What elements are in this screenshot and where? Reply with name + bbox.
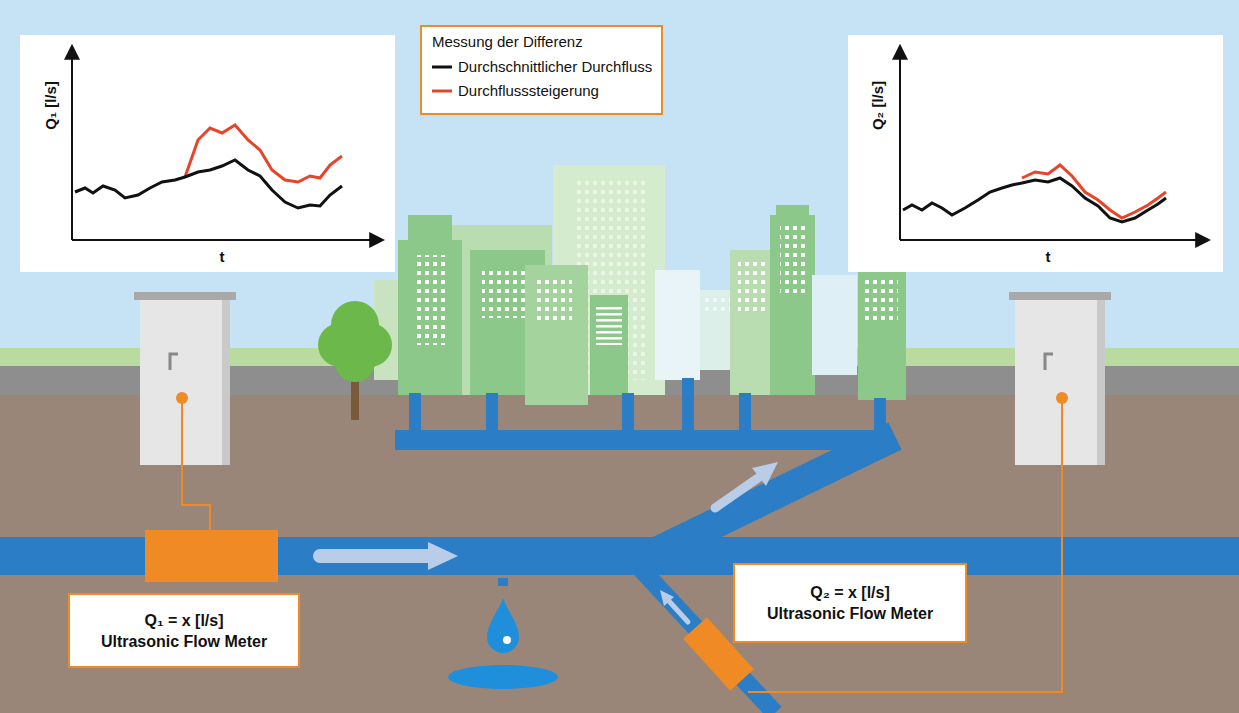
city (482, 268, 527, 318)
signal-wire (748, 398, 1062, 692)
city (596, 305, 622, 345)
city (858, 270, 906, 400)
cabinet (1015, 298, 1105, 465)
city (408, 215, 452, 245)
city (770, 215, 815, 395)
chart-panel (20, 35, 1223, 272)
leak (487, 598, 519, 653)
chart-panel (900, 239, 1208, 241)
chart-panel (20, 35, 395, 272)
cabinet (222, 300, 230, 465)
leak (448, 578, 558, 689)
flow-arrows (428, 542, 458, 570)
chart-panel (75, 160, 342, 208)
cabinet (134, 292, 236, 300)
meter-label-box: Q₁ = x [l/s]Ultrasonic Flow Meter (68, 593, 300, 668)
pipes (739, 393, 751, 432)
chart-panel (1022, 165, 1166, 218)
legend-title: Messung der Differenz (432, 33, 583, 50)
tree (331, 301, 379, 349)
legend-line-sample (432, 85, 452, 97)
flow-arrows (660, 590, 674, 606)
leak (503, 636, 511, 644)
pipes (640, 436, 895, 560)
legend-entry: Durchschnittlicher Durchfluss (432, 58, 652, 75)
signal-wire (176, 392, 188, 404)
city (864, 280, 898, 325)
cabinet (1045, 354, 1053, 370)
pipes (874, 398, 886, 432)
axis-label: Q₁ [l/s] (42, 81, 59, 130)
signal-wire (182, 398, 210, 530)
leak (448, 665, 558, 689)
axis-label: t (220, 248, 225, 265)
flow-arrows (752, 462, 778, 486)
axis-label: Q₂ [l/s] (869, 80, 886, 129)
chart-panel (71, 47, 73, 240)
tree (335, 342, 375, 382)
device-name: Ultrasonic Flow Meter (747, 603, 953, 624)
chart-panel (903, 178, 1166, 222)
cabinet (1097, 300, 1105, 465)
pipes (622, 393, 634, 432)
legend-text: Durchflusssteigerung (458, 82, 599, 99)
city (776, 205, 809, 217)
legend-line-sample (432, 89, 452, 92)
flow-value: Q₂ = x [l/s] (747, 582, 953, 603)
cabinet (134, 292, 1111, 465)
flow-value: Q₁ = x [l/s] (82, 610, 286, 631)
device-name: Ultrasonic Flow Meter (82, 631, 286, 652)
legend-line-sample (432, 61, 452, 73)
city (738, 262, 768, 312)
meter-label-box: Q₂ = x [l/s]Ultrasonic Flow Meter (733, 563, 967, 643)
city (655, 270, 700, 380)
legend-text: Durchschnittlicher Durchfluss (458, 58, 652, 75)
legend-line-sample (432, 65, 452, 68)
flow-meter (145, 530, 278, 582)
flow-arrows (668, 600, 688, 622)
city (780, 225, 806, 295)
cabinet (170, 354, 178, 370)
city (525, 265, 588, 405)
pipes (395, 430, 890, 450)
signal-wire (176, 392, 1068, 692)
chart-panel (72, 239, 382, 241)
city (590, 295, 628, 395)
tree (318, 301, 392, 420)
flow-arrows (320, 549, 430, 563)
pipes (409, 393, 421, 432)
axis-label: t (1046, 248, 1051, 265)
pipes (682, 378, 694, 432)
signal-wire (1056, 392, 1068, 404)
city (398, 240, 462, 395)
pipes (486, 393, 498, 432)
chart-panel (899, 47, 901, 240)
city (537, 280, 572, 320)
city (415, 255, 445, 345)
flow-arrows (320, 462, 778, 622)
city (812, 275, 857, 375)
flow-arrows (715, 478, 758, 508)
chart-panel (185, 125, 342, 182)
legend-box: Messung der DifferenzDurchschnittlicher … (420, 25, 663, 115)
chart-panel (848, 35, 1223, 272)
city (374, 165, 906, 405)
cabinet (140, 298, 230, 465)
cabinet (1009, 292, 1111, 300)
legend-entry: Durchflusssteigerung (432, 82, 599, 99)
leak (498, 578, 508, 586)
